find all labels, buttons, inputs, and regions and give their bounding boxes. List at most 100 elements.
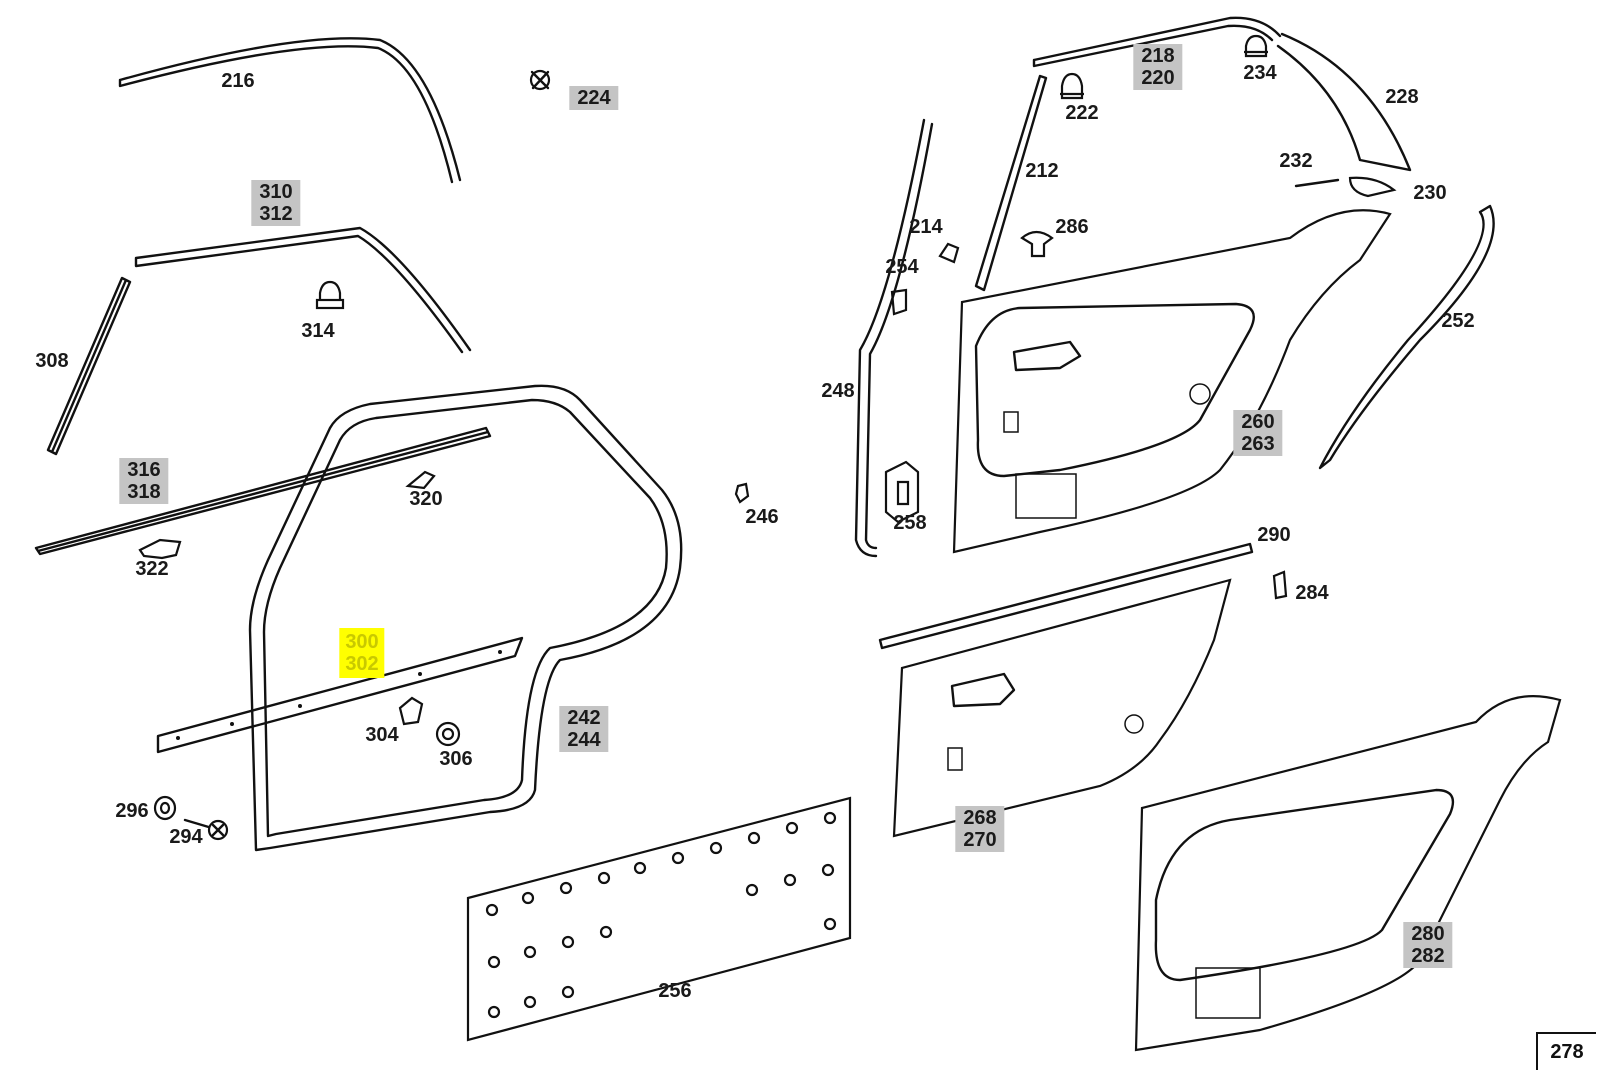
part-306-grommet: [435, 721, 461, 747]
callout-number: 234: [1243, 62, 1277, 84]
part-308-strip: [46, 276, 132, 456]
part-224-clip: [529, 69, 551, 91]
callout-number: 254: [885, 256, 919, 278]
part-286-plug: [1020, 230, 1054, 258]
callout-number: 290: [1257, 524, 1291, 546]
callout-number: 222: [1065, 102, 1099, 124]
callout-number: 258: [893, 512, 927, 534]
callout-216: 216: [221, 70, 254, 92]
callout-number: 308: [35, 350, 69, 372]
callout-number: 284: [1295, 582, 1329, 604]
callout-number: 270: [963, 829, 997, 851]
callout-232: 232: [1279, 150, 1312, 172]
hole: [597, 871, 611, 885]
part-310-molding: [134, 226, 472, 354]
callout-number: 300: [345, 631, 379, 653]
callout-number: 242: [567, 707, 601, 729]
hole: [485, 903, 499, 917]
part-304-clip: [398, 696, 424, 726]
callout-number: 304: [365, 724, 399, 746]
part-216-molding: [118, 37, 462, 184]
part-256-sheet: [466, 796, 852, 1042]
callout-224: 224: [569, 86, 619, 110]
part-212-strip: [974, 74, 1048, 292]
callout-number: 248: [821, 380, 855, 402]
callout-number: 232: [1279, 150, 1313, 172]
part-248-weatherstrip: [854, 118, 934, 558]
hole: [747, 831, 761, 845]
callout-number: 322: [135, 558, 169, 580]
callout-252: 252: [1441, 310, 1474, 332]
part-230-clip: [1348, 176, 1397, 198]
callout-294: 294: [169, 826, 202, 848]
callout-number: 214: [909, 216, 943, 238]
part-228-pillar: [1276, 32, 1412, 172]
callout-number: 224: [577, 87, 611, 109]
callout-number: 312: [259, 203, 293, 225]
hole: [523, 945, 537, 959]
callout-number: 310: [259, 181, 293, 203]
callout-number: 263: [1241, 433, 1275, 455]
callout-222: 222: [1065, 102, 1098, 124]
callout-number: 296: [115, 800, 149, 822]
callout-number: 216: [221, 70, 255, 92]
part-260-door-panel: [952, 209, 1392, 554]
part-232-pin: [1294, 178, 1340, 188]
callout-number: 268: [963, 807, 997, 829]
callout-number: 212: [1025, 160, 1059, 182]
callout-number: 260: [1241, 411, 1275, 433]
callout-number: 306: [439, 748, 473, 770]
part-314-plug: [315, 280, 345, 310]
part-218-molding: [1032, 16, 1282, 68]
hole: [823, 917, 837, 931]
callout-number: 286: [1055, 216, 1089, 238]
callout-290: 290: [1257, 524, 1290, 546]
callout-306: 306: [439, 748, 472, 770]
callout-212: 212: [1025, 160, 1058, 182]
hole: [561, 985, 575, 999]
hole: [783, 873, 797, 887]
part-320-clip: [405, 470, 436, 490]
callout-248: 248: [821, 380, 854, 402]
part-242-door-seal: [248, 384, 683, 852]
callout-number: 230: [1413, 182, 1447, 204]
callout-296: 296: [115, 800, 148, 822]
callout-308: 308: [35, 350, 68, 372]
page-number: 278: [1536, 1032, 1596, 1070]
callout-number: 220: [1141, 67, 1175, 89]
hole: [671, 851, 685, 865]
callout-314: 314: [301, 320, 334, 342]
part-246-clip: [734, 482, 750, 504]
callout-258: 258: [893, 512, 926, 534]
callout-number: 282: [1411, 945, 1445, 967]
hole: [821, 863, 835, 877]
part-290-strip: [878, 542, 1254, 650]
hole: [487, 955, 501, 969]
callout-286: 286: [1055, 216, 1088, 238]
callout-number: 318: [127, 481, 161, 503]
hole: [521, 891, 535, 905]
part-294-screw: [183, 818, 229, 841]
callout-number: 252: [1441, 310, 1475, 332]
callout-284: 284: [1295, 582, 1328, 604]
callout-number: 256: [658, 980, 692, 1002]
callout-number: 314: [301, 320, 335, 342]
part-322-clip: [138, 538, 182, 560]
hole: [561, 935, 575, 949]
hole: [487, 1005, 501, 1019]
callout-320: 320: [409, 488, 442, 510]
hole: [785, 821, 799, 835]
callout-228: 228: [1385, 86, 1418, 108]
part-316-molding: [34, 426, 492, 556]
part-234-plug: [1244, 34, 1268, 58]
callout-234: 234: [1243, 62, 1276, 84]
part-222-plug: [1060, 72, 1084, 100]
callout-number: 228: [1385, 86, 1419, 108]
callout-254: 254: [885, 256, 918, 278]
part-296-washer: [153, 795, 177, 821]
